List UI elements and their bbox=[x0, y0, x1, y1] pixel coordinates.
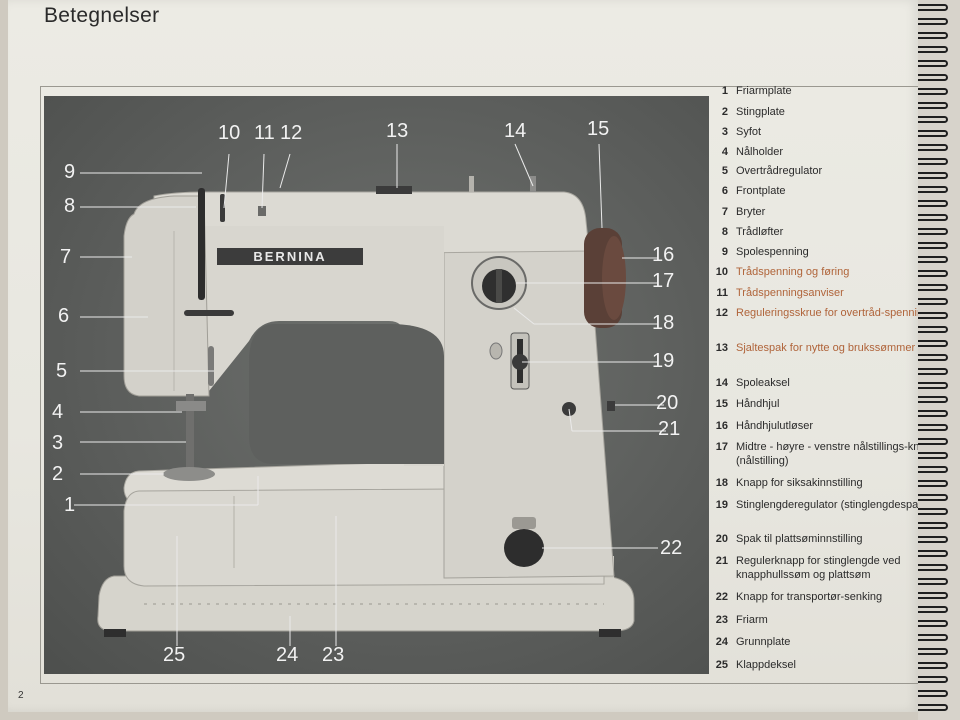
binding-coil bbox=[918, 634, 948, 641]
binding-coil bbox=[918, 676, 948, 683]
binding-coil bbox=[918, 130, 948, 137]
binding-coil bbox=[918, 228, 948, 235]
binding-coil bbox=[918, 46, 948, 53]
callout-7: 7 bbox=[60, 246, 72, 268]
binding-coil bbox=[918, 60, 948, 67]
callout-2: 2 bbox=[52, 463, 64, 485]
page-heading: Betegnelser bbox=[44, 4, 160, 27]
binding-coil bbox=[918, 88, 948, 95]
binding-coil bbox=[918, 382, 948, 389]
callout-14: 14 bbox=[504, 120, 527, 142]
binding-coil bbox=[918, 102, 948, 109]
callout-10: 10 bbox=[218, 122, 241, 144]
callout-19: 19 bbox=[652, 350, 675, 372]
callout-9: 9 bbox=[64, 161, 76, 183]
binding-coil bbox=[918, 578, 948, 585]
binding-coil bbox=[918, 18, 948, 25]
spiral-binding bbox=[918, 0, 960, 720]
binding-coil bbox=[918, 606, 948, 613]
callout-22: 22 bbox=[660, 537, 683, 559]
callout-4: 4 bbox=[52, 401, 64, 423]
binding-coil bbox=[918, 186, 948, 193]
callout-20: 20 bbox=[656, 392, 679, 414]
binding-coil bbox=[918, 662, 948, 669]
callout-3: 3 bbox=[52, 432, 64, 454]
callout-5: 5 bbox=[56, 360, 68, 382]
binding-coil bbox=[918, 648, 948, 655]
callout-25: 25 bbox=[163, 644, 186, 666]
binding-coil bbox=[918, 284, 948, 291]
binding-coil bbox=[918, 116, 948, 123]
binding-coil bbox=[918, 438, 948, 445]
callout-21: 21 bbox=[658, 418, 681, 440]
binding-coil bbox=[918, 592, 948, 599]
binding-coil bbox=[918, 480, 948, 487]
binding-coil bbox=[918, 508, 948, 515]
binding-coil bbox=[918, 564, 948, 571]
callout-17: 17 bbox=[652, 270, 675, 292]
binding-coil bbox=[918, 466, 948, 473]
binding-coil bbox=[918, 396, 948, 403]
callout-23: 23 bbox=[322, 644, 345, 666]
callout-13: 13 bbox=[386, 120, 409, 142]
binding-coil bbox=[918, 536, 948, 543]
callout-15: 15 bbox=[587, 118, 610, 140]
callout-24: 24 bbox=[276, 644, 299, 666]
binding-coil bbox=[918, 424, 948, 431]
binding-coil bbox=[918, 4, 948, 11]
sewing-machine-photo: BERNINA bbox=[44, 96, 709, 674]
callout-16: 16 bbox=[652, 244, 675, 266]
callout-1: 1 bbox=[64, 494, 76, 516]
binding-coil bbox=[918, 340, 948, 347]
binding-coil bbox=[918, 452, 948, 459]
binding-coil bbox=[918, 214, 948, 221]
page-number: 2 bbox=[18, 690, 24, 701]
binding-coil bbox=[918, 242, 948, 249]
binding-coil bbox=[918, 172, 948, 179]
binding-coil bbox=[918, 256, 948, 263]
binding-coil bbox=[918, 144, 948, 151]
binding-coil bbox=[918, 326, 948, 333]
binding-coil bbox=[918, 368, 948, 375]
binding-coil bbox=[918, 74, 948, 81]
binding-coil bbox=[918, 312, 948, 319]
brand-label: BERNINA bbox=[253, 249, 326, 264]
binding-coil bbox=[918, 522, 948, 529]
binding-coil bbox=[918, 200, 948, 207]
binding-coil bbox=[918, 410, 948, 417]
binding-coil bbox=[918, 550, 948, 557]
binding-coil bbox=[918, 494, 948, 501]
callout-11: 11 bbox=[254, 122, 275, 144]
binding-coil bbox=[918, 704, 948, 711]
binding-coil bbox=[918, 270, 948, 277]
callout-6: 6 bbox=[58, 305, 70, 327]
binding-coil bbox=[918, 620, 948, 627]
callout-8: 8 bbox=[64, 195, 76, 217]
binding-coil bbox=[918, 298, 948, 305]
binding-coil bbox=[918, 158, 948, 165]
sewing-machine-illustration: BERNINA bbox=[74, 143, 666, 646]
binding-coil bbox=[918, 690, 948, 697]
callout-12: 12 bbox=[280, 122, 303, 144]
callout-18: 18 bbox=[652, 312, 675, 334]
binding-coil bbox=[918, 32, 948, 39]
binding-coil bbox=[918, 354, 948, 361]
